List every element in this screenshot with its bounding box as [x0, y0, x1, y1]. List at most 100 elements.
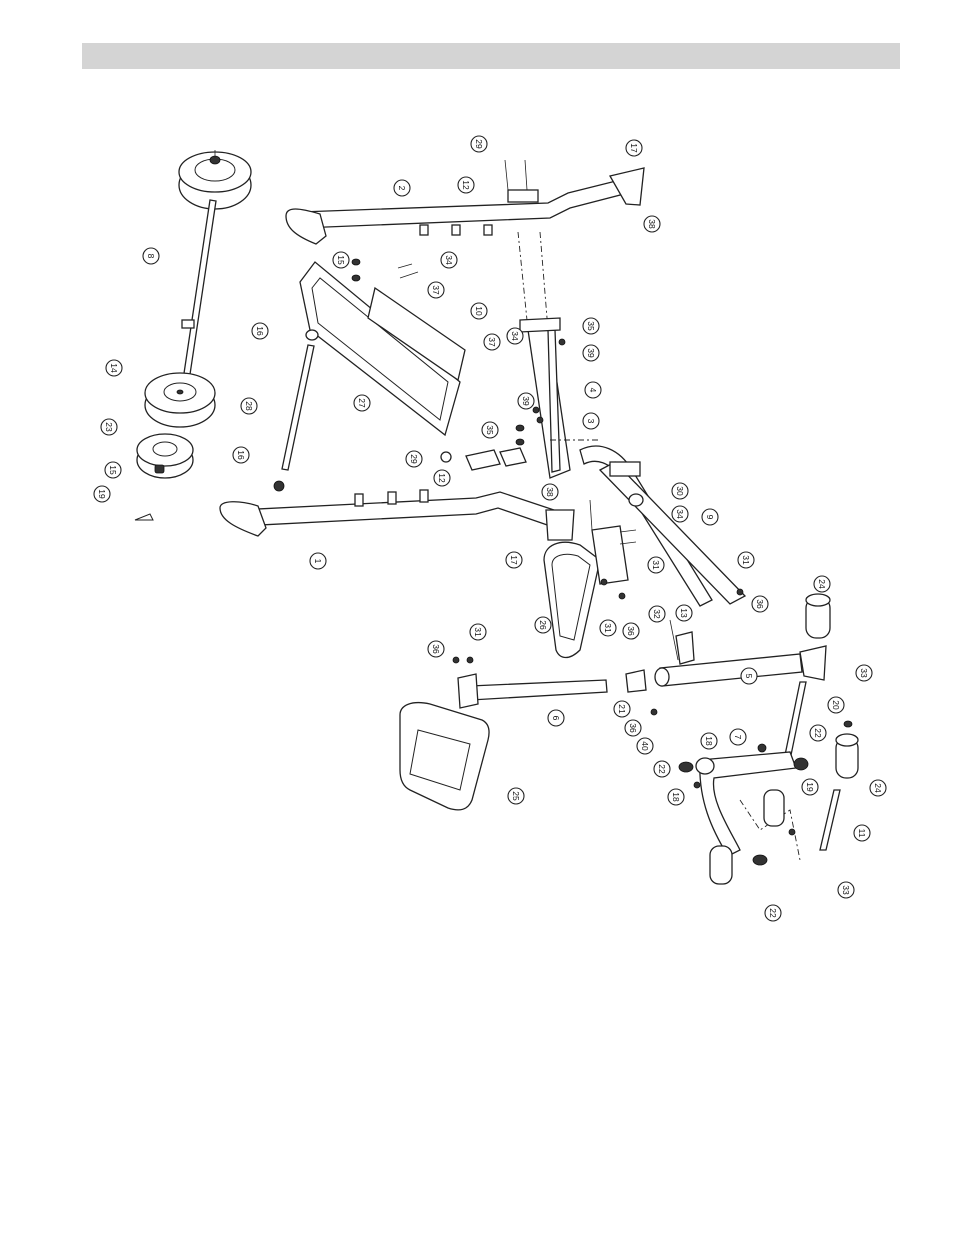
part-callout-37: 37 — [484, 334, 500, 350]
part-callout-35: 35 — [482, 422, 498, 438]
callout-label: 15 — [108, 465, 118, 475]
callout-label: 19 — [97, 489, 107, 499]
callout-label: 34 — [675, 509, 685, 519]
part-callout-9: 9 — [702, 509, 718, 525]
callout-label: 35 — [586, 321, 596, 331]
callout-label: 28 — [244, 401, 254, 411]
callout-label: 33 — [859, 668, 869, 678]
part-callout-8: 8 — [143, 248, 159, 264]
callout-label: 21 — [617, 704, 627, 714]
part-callout-39: 39 — [583, 345, 599, 361]
part-callout-16: 16 — [252, 323, 268, 339]
callout-label: 23 — [104, 422, 114, 432]
part-callout-4: 4 — [585, 382, 601, 398]
part-callout-18: 18 — [701, 733, 717, 749]
callout-label: 16 — [236, 450, 246, 460]
part-callout-30: 30 — [672, 483, 688, 499]
part-callout-37: 37 — [428, 282, 444, 298]
part-callout-34: 34 — [507, 328, 523, 344]
seat-pad — [544, 542, 600, 657]
part-callout-22: 22 — [654, 761, 670, 777]
part-callout-34: 34 — [672, 506, 688, 522]
callout-label: 31 — [741, 555, 751, 565]
part-callout-38: 38 — [542, 484, 558, 500]
callout-label: 40 — [640, 741, 650, 751]
callout-label: 27 — [357, 398, 367, 408]
callout-label: 12 — [461, 180, 471, 190]
callout-label: 16 — [255, 326, 265, 336]
callout-label: 12 — [437, 473, 447, 483]
callout-label: 6 — [551, 716, 561, 721]
footrest-pad — [400, 703, 489, 810]
callout-label: 36 — [626, 626, 636, 636]
weight-plate-large — [145, 373, 215, 427]
callout-label: 1 — [313, 559, 323, 564]
callout-label: 10 — [474, 306, 484, 316]
callout-label: 24 — [873, 783, 883, 793]
part-callout-36: 36 — [752, 596, 768, 612]
part-callout-1: 1 — [310, 553, 326, 569]
part-callout-20: 20 — [828, 697, 844, 713]
part-callout-39: 39 — [518, 393, 534, 409]
sleeves — [626, 670, 646, 692]
part-callout-36: 36 — [625, 720, 641, 736]
part-callout-6: 6 — [548, 710, 564, 726]
part-callout-5: 5 — [741, 668, 757, 684]
callout-label: 33 — [841, 885, 851, 895]
part-callout-15: 15 — [333, 252, 349, 268]
callout-label: 2 — [397, 186, 407, 191]
part-callout-33: 33 — [856, 665, 872, 681]
callout-label: 29 — [474, 139, 484, 149]
part-callout-7: 7 — [730, 729, 746, 745]
extension-tube — [458, 674, 607, 708]
callout-label: 34 — [510, 331, 520, 341]
part-callout-35: 35 — [583, 318, 599, 334]
part-callout-12: 12 — [458, 177, 474, 193]
callout-label: 22 — [657, 764, 667, 774]
part-callout-27: 27 — [354, 395, 370, 411]
part-callout-11: 11 — [854, 825, 870, 841]
callout-label: 31 — [473, 627, 483, 637]
part-callout-3: 3 — [583, 413, 599, 429]
part-callout-34: 34 — [441, 252, 457, 268]
callout-label: 25 — [511, 791, 521, 801]
callout-label: 37 — [487, 337, 497, 347]
part-callout-31: 31 — [600, 620, 616, 636]
part-callout-25: 25 — [508, 788, 524, 804]
callout-label: 39 — [586, 348, 596, 358]
part-callout-13: 13 — [676, 605, 692, 621]
part-callout-21: 21 — [614, 701, 630, 717]
gas-strut — [274, 330, 318, 491]
part-callout-29: 29 — [406, 451, 422, 467]
callout-label: 34 — [444, 255, 454, 265]
part-callout-22: 22 — [810, 725, 826, 741]
part-callout-16: 16 — [233, 447, 249, 463]
callout-label: 39 — [521, 396, 531, 406]
callout-label: 37 — [431, 285, 441, 295]
part-callout-23: 23 — [101, 419, 117, 435]
callout-label: 38 — [545, 487, 555, 497]
part-callout-19: 19 — [802, 779, 818, 795]
callout-label: 13 — [679, 608, 689, 618]
callout-label: 31 — [651, 560, 661, 570]
weight-plate-small — [137, 434, 193, 478]
callout-label: 14 — [109, 363, 119, 373]
callout-label: 17 — [509, 555, 519, 565]
callout-label: 29 — [409, 454, 419, 464]
callout-label: 11 — [857, 829, 867, 838]
lower-arm-tube — [220, 490, 574, 540]
part-callout-17: 17 — [506, 552, 522, 568]
bracket — [441, 448, 526, 470]
callout-label: 26 — [538, 620, 548, 630]
part-callout-32: 32 — [649, 606, 665, 622]
callout-label: 24 — [817, 579, 827, 589]
leg-lever — [679, 744, 808, 884]
part-callout-17: 17 — [626, 140, 642, 156]
callout-label: 5 — [744, 674, 754, 679]
callout-label: 18 — [704, 736, 714, 746]
callout-label: 38 — [647, 219, 657, 229]
part-callout-12: 12 — [434, 470, 450, 486]
part-callout-38: 38 — [644, 216, 660, 232]
callout-label: 18 — [671, 792, 681, 802]
part-callout-18: 18 — [668, 789, 684, 805]
